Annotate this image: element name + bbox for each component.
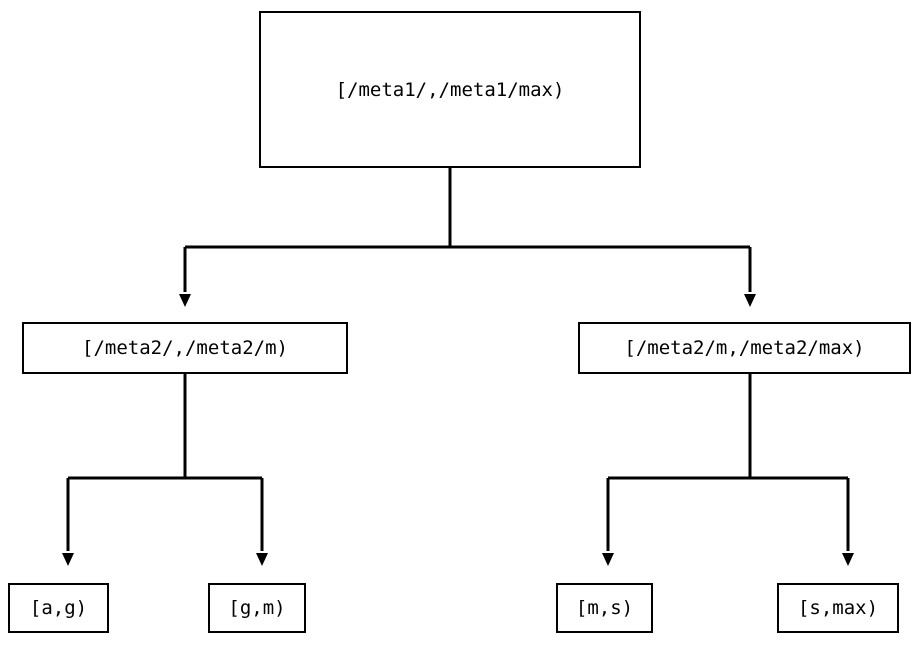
tree-node-leaf-g-m[interactable]: [g,m) (208, 583, 306, 633)
tree-node-root[interactable]: [/meta1/,/meta1/max) (259, 11, 641, 168)
tree-node-mid-right[interactable]: [/meta2/m,/meta2/max) (578, 322, 911, 374)
arrowhead-to-mid-right (744, 294, 756, 307)
tree-node-mid-left[interactable]: [/meta2/,/meta2/m) (22, 322, 348, 374)
arrowhead-to-leaf-smax (842, 553, 854, 566)
tree-node-leaf-s-max[interactable]: [s,max) (777, 583, 899, 633)
arrowhead-to-leaf-ms (602, 553, 614, 566)
arrowhead-to-leaf-ag (62, 553, 74, 566)
arrowhead-to-leaf-gm (256, 553, 268, 566)
arrowhead-to-mid-left (179, 294, 191, 307)
tree-node-leaf-a-g[interactable]: [a,g) (8, 583, 109, 633)
tree-node-leaf-m-s[interactable]: [m,s) (556, 583, 653, 633)
